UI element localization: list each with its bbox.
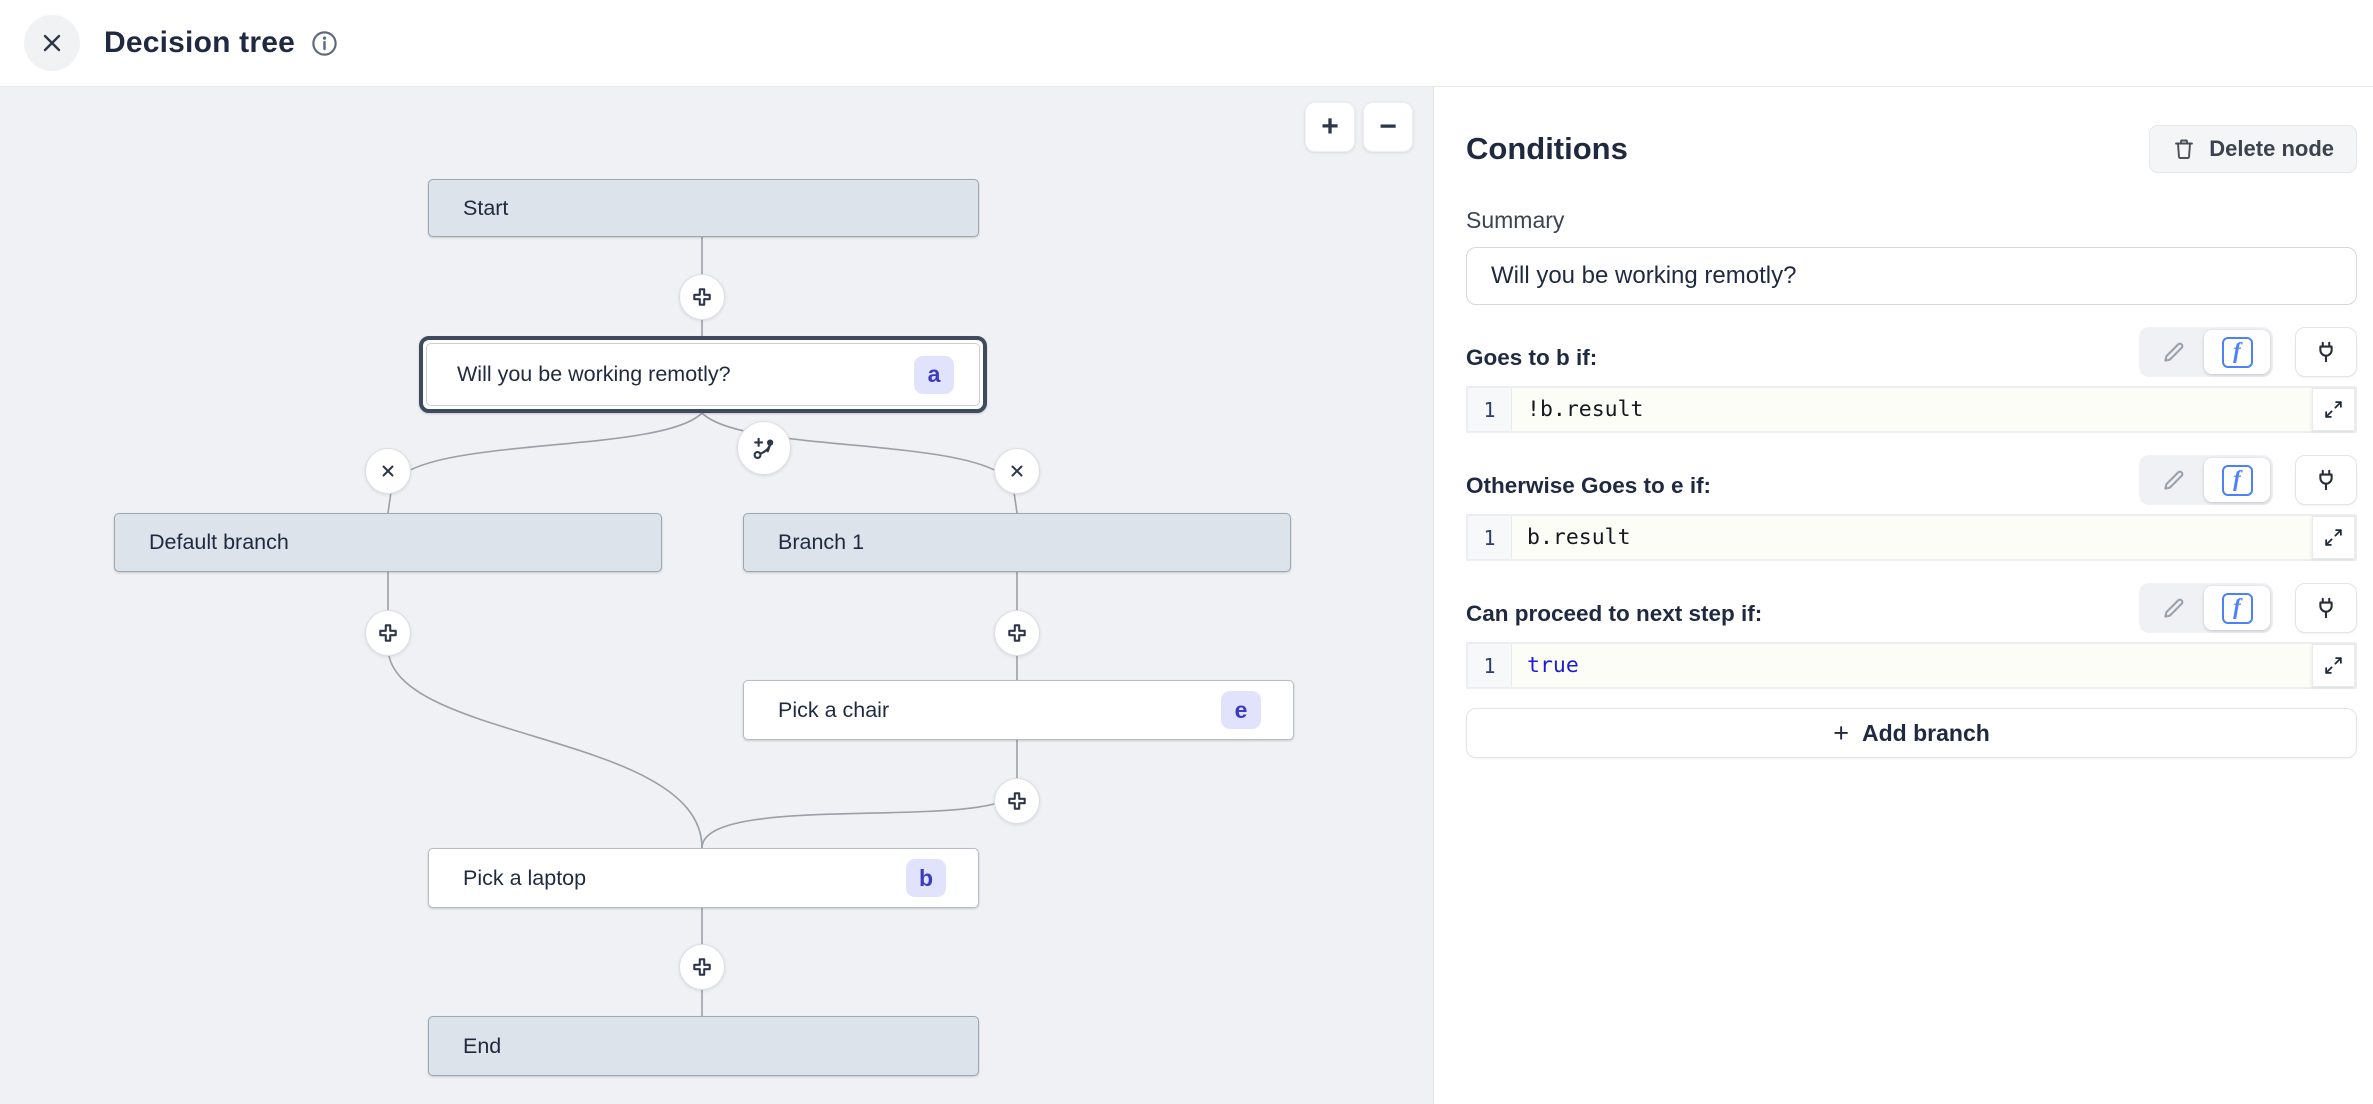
condition-label: Can proceed to next step if: [1466, 601, 1763, 626]
page-title: Decision tree [104, 26, 296, 59]
code-content[interactable]: !b.result [1527, 397, 1644, 422]
expand-icon [2323, 527, 2344, 548]
pencil-mode-button[interactable] [2142, 330, 2204, 374]
fx-icon: f [2221, 336, 2253, 368]
code-editor[interactable]: 1 true [1466, 642, 2357, 689]
node-start[interactable]: Start [428, 179, 979, 237]
delete-node-label: Delete node [2209, 136, 2334, 161]
expand-editor-button[interactable] [2312, 388, 2355, 431]
editor-mode-toggle: f [2139, 455, 2273, 505]
pencil-icon [2161, 596, 2186, 621]
fork-branch-icon [750, 434, 778, 462]
delete-node-button[interactable]: Delete node [2149, 125, 2357, 173]
header: Decision tree [0, 0, 2373, 87]
pencil-mode-button[interactable] [2142, 458, 2204, 502]
panel-header: Conditions Delete node [1466, 125, 2357, 173]
flow-canvas[interactable]: Start Will you be working remotly? a Def… [0, 87, 1433, 1104]
main-area: Start Will you be working remotly? a Def… [0, 87, 2373, 1104]
summary-label: Summary [1466, 207, 1565, 233]
expand-editor-button[interactable] [2312, 644, 2355, 687]
info-icon[interactable] [310, 29, 339, 58]
code-editor[interactable]: 1 b.result [1466, 514, 2357, 561]
add-branch-fork-button[interactable] [737, 421, 791, 475]
add-node-button[interactable] [679, 274, 725, 320]
fx-icon: f [2221, 592, 2253, 624]
editor-mode-toggle: f [2139, 583, 2273, 633]
code-content[interactable]: true [1527, 653, 1579, 678]
condition-label: Otherwise Goes to e if: [1466, 473, 1712, 498]
remove-branch-button[interactable] [994, 448, 1040, 494]
node-label: Start [463, 195, 509, 220]
plug-icon [2313, 339, 2339, 365]
trash-icon [2172, 137, 2196, 161]
node-badge: b [906, 859, 946, 897]
node-pick-chair[interactable]: Pick a chair e [743, 680, 1294, 740]
condition-section-header: Otherwise Goes to e if: f [1466, 455, 2357, 505]
plus-icon [691, 286, 713, 308]
panel-title: Conditions [1466, 131, 1628, 166]
plus-icon: + [1833, 717, 1849, 748]
node-label: Default branch [149, 530, 289, 554]
node-branch-1[interactable]: Branch 1 [743, 513, 1291, 572]
line-number: 1 [1468, 644, 1512, 687]
code-content[interactable]: b.result [1527, 525, 1631, 550]
connect-source-button[interactable] [2295, 327, 2357, 377]
condition-controls: f [2139, 455, 2357, 505]
fx-mode-button[interactable]: f [2204, 330, 2270, 374]
expand-editor-button[interactable] [2312, 516, 2355, 559]
node-pick-laptop[interactable]: Pick a laptop b [428, 848, 979, 908]
plug-icon [2313, 467, 2339, 493]
fx-mode-button[interactable]: f [2204, 458, 2270, 502]
plus-icon [1006, 622, 1028, 644]
node-badge: a [914, 355, 954, 394]
add-node-button[interactable] [994, 610, 1040, 656]
add-node-button[interactable] [994, 778, 1040, 824]
summary-input[interactable] [1466, 247, 2357, 305]
node-question-inner: Will you be working remotly? a [426, 343, 980, 406]
fx-mode-button[interactable]: f [2204, 586, 2270, 630]
node-label: Pick a chair [778, 697, 890, 722]
plus-icon [377, 622, 399, 644]
fx-icon: f [2221, 464, 2253, 496]
node-badge: e [1221, 691, 1261, 729]
conditions-panel: Conditions Delete node Summary Goes to b… [1433, 87, 2373, 1104]
remove-branch-button[interactable] [365, 448, 411, 494]
add-branch-button[interactable]: + Add branch [1466, 708, 2357, 758]
add-node-button[interactable] [679, 944, 725, 990]
node-end[interactable]: End [428, 1016, 979, 1076]
close-button[interactable] [24, 15, 80, 71]
node-label: Will you be working remotly? [457, 362, 731, 386]
node-label: End [463, 1033, 502, 1058]
node-label: Pick a laptop [463, 865, 587, 890]
line-number: 1 [1468, 388, 1512, 431]
expand-icon [2323, 655, 2344, 676]
zoom-out-button[interactable]: − [1363, 102, 1413, 152]
editor-mode-toggle: f [2139, 327, 2273, 377]
expand-icon [2323, 399, 2344, 420]
condition-section-header: Goes to b if: f [1466, 327, 2357, 377]
x-icon [378, 461, 398, 481]
pencil-icon [2161, 468, 2186, 493]
line-number: 1 [1468, 516, 1512, 559]
condition-label: Goes to b if: [1466, 345, 1598, 370]
plus-icon [1006, 790, 1028, 812]
node-default-branch[interactable]: Default branch [114, 513, 662, 572]
close-icon [39, 30, 65, 56]
condition-section-header: Can proceed to next step if: f [1466, 583, 2357, 633]
node-label: Branch 1 [778, 530, 865, 554]
pencil-mode-button[interactable] [2142, 586, 2204, 630]
pencil-icon [2161, 340, 2186, 365]
x-icon [1007, 461, 1027, 481]
condition-controls: f [2139, 583, 2357, 633]
connect-source-button[interactable] [2295, 455, 2357, 505]
add-node-button[interactable] [365, 610, 411, 656]
plug-icon [2313, 595, 2339, 621]
code-editor[interactable]: 1 !b.result [1466, 386, 2357, 433]
node-question-selected[interactable]: Will you be working remotly? a [419, 336, 987, 413]
zoom-in-button[interactable]: + [1305, 102, 1355, 152]
add-branch-label: Add branch [1862, 719, 1990, 746]
condition-controls: f [2139, 327, 2357, 377]
connect-source-button[interactable] [2295, 583, 2357, 633]
plus-icon [691, 956, 713, 978]
